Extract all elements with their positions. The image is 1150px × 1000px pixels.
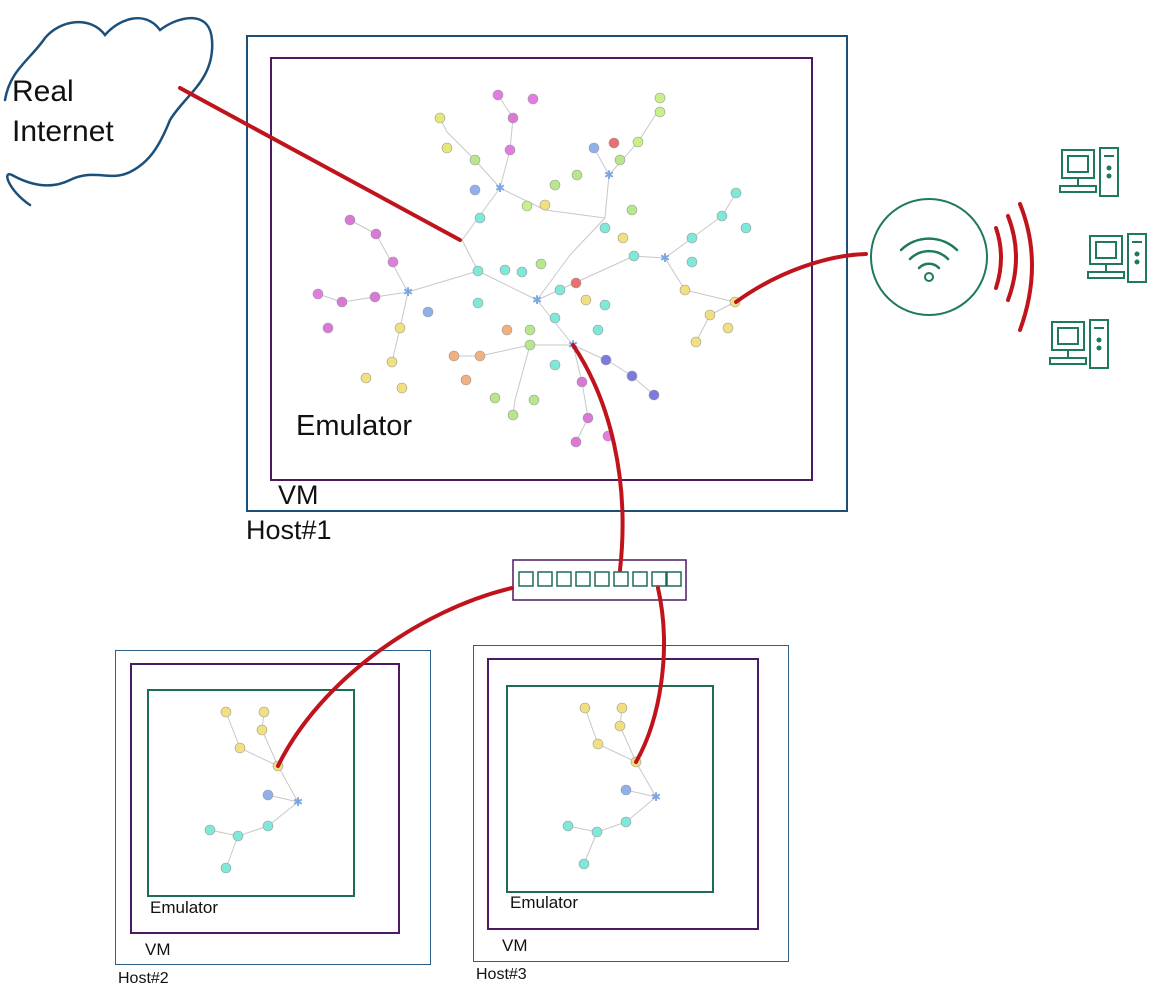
emulator-3-label: Emulator (510, 893, 579, 912)
vm-2-box (130, 663, 400, 934)
cloud-line-1: Real (12, 75, 74, 108)
computer-icon (1049, 319, 1109, 369)
link-internet-to-emulator (178, 86, 462, 242)
svg-text:✱: ✱ (660, 251, 670, 265)
computer-icon (1087, 233, 1147, 283)
svg-text:✱: ✱ (532, 293, 542, 307)
link-emulator-to-wifi (734, 252, 868, 304)
wifi-access-point-icon (870, 198, 988, 316)
svg-text:✱: ✱ (604, 168, 614, 182)
link-emulator-to-switch (571, 343, 625, 572)
svg-text:✱: ✱ (293, 795, 303, 809)
vm-1-label: VM (278, 480, 319, 510)
svg-text:✱: ✱ (495, 181, 505, 195)
network-links (178, 86, 868, 768)
emulator-2-network-graph: ✱ (204, 706, 303, 874)
emulator-1-network-graph (317, 94, 737, 443)
emulator-2-box (147, 689, 355, 897)
host-1-label: Host#1 (246, 515, 332, 545)
emulator-2-label: Emulator (150, 898, 219, 917)
vm-3-box (487, 658, 759, 930)
link-switch-to-host2 (276, 586, 514, 768)
cloud-icon (3, 16, 214, 207)
host-1-box (246, 35, 848, 512)
host-3-box (473, 645, 789, 962)
vm-2-label: VM (145, 940, 171, 959)
emulator-1-network-nodes: ✱ ✱ ✱ ✱ ✱ ✱ (312, 89, 752, 448)
real-internet-label: Real Internet (12, 72, 114, 152)
emulator-1-label: Emulator (296, 410, 413, 442)
svg-text:✱: ✱ (651, 790, 661, 804)
wireless-signal-waves (994, 202, 1034, 332)
host-3-label: Host#3 (476, 966, 527, 983)
vm-1-box (270, 57, 813, 481)
svg-text:✱: ✱ (403, 285, 413, 299)
vm-3-label: VM (502, 936, 528, 955)
emulator-3-network-graph: ✱ (562, 702, 661, 870)
emulator-3-box (506, 685, 714, 893)
host-2-label: Host#2 (118, 970, 169, 987)
link-switch-to-host3 (634, 586, 666, 764)
computer-icon (1059, 147, 1119, 197)
switch-icon (512, 559, 687, 601)
cloud-line-2: Internet (12, 115, 114, 148)
host-2-box (115, 650, 431, 965)
